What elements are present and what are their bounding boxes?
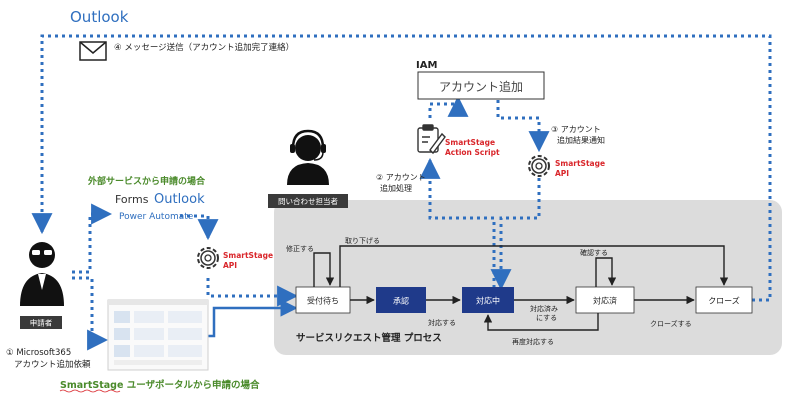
process-transitions <box>313 245 729 331</box>
api-left-label-1: SmartStage <box>223 251 273 260</box>
step1-label-1: ① Microsoft365 <box>6 348 71 358</box>
transition-confirm-label: 確認する <box>580 248 608 257</box>
message-loop-line <box>31 34 772 302</box>
outlook-top-label: Outlook <box>70 8 129 26</box>
transition-fix-label: 修正する <box>286 244 314 253</box>
script-to-iam-line <box>428 95 469 118</box>
state-waiting: 受付待ち <box>295 286 351 314</box>
transition-respond-label: 対応する <box>428 318 456 327</box>
portal-title-underline <box>59 389 121 393</box>
state-done: 対応済 <box>575 286 635 314</box>
forms-label: Forms <box>115 193 149 206</box>
power-automate-label: Power Automate <box>119 212 194 222</box>
portal-to-waiting-line <box>208 299 298 338</box>
account-add-label: アカウント追加 <box>439 79 523 94</box>
portal-screenshot-thumbnail <box>107 299 209 371</box>
automate-to-gear-line <box>180 214 219 241</box>
operator-badge <box>268 194 348 208</box>
transition-finished-label-2: にする <box>536 314 557 322</box>
transition-close-label: クローズする <box>650 319 692 328</box>
requester-badge <box>20 316 62 329</box>
svg-text:対応中: 対応中 <box>476 296 500 306</box>
requester-badge-label: 申請者 <box>30 318 53 328</box>
api-right-label-2: API <box>555 169 569 178</box>
account-add-box <box>417 71 545 100</box>
action-script-label-2: Action Script <box>445 148 500 157</box>
svg-text:承認: 承認 <box>393 296 409 306</box>
step2-label-2: 追加処理 <box>380 183 412 193</box>
svg-text:対応済: 対応済 <box>593 296 617 306</box>
transition-withdraw-label: 取り下げる <box>345 236 380 245</box>
process-area <box>274 200 782 355</box>
operator-headset-icon <box>287 129 329 185</box>
svg-text:受付待ち: 受付待ち <box>307 296 339 306</box>
state-closed: クローズ <box>695 286 753 314</box>
outlook-mid-label: Outlook <box>154 192 205 207</box>
step3-label-2: 追加結果通知 <box>557 135 605 145</box>
requester-to-portal-line <box>72 276 109 351</box>
dotted-connectors <box>31 34 772 351</box>
process-title: サービスリクエスト管理 プロセス <box>296 332 442 344</box>
step3-label-1: ③ アカウント <box>551 125 601 134</box>
api-left-label-2: API <box>223 261 237 270</box>
clipboard-icon <box>417 124 446 155</box>
transition-finished-label-1: 対応済み <box>530 304 558 313</box>
external-title: 外部サービスから申請の場合 <box>87 175 206 187</box>
step2-label-1: ② アカウント <box>376 173 426 182</box>
requester-person-icon <box>20 242 64 306</box>
in-progress-to-script-line <box>419 157 496 288</box>
gear-icon <box>197 247 219 269</box>
action-script-label-1: SmartStage <box>445 138 495 147</box>
portal-title: SmartStage ユーザポータルから申請の場合 <box>60 379 260 391</box>
state-approval: 承認 <box>376 287 426 313</box>
requester-to-forms-line <box>72 203 113 274</box>
svg-text:クローズ: クローズ <box>708 296 740 306</box>
step1-label-2: アカウント追加依頼 <box>14 359 91 370</box>
gear-to-in-progress-line <box>490 178 541 291</box>
operator-badge-label: 問い合わせ担当者 <box>278 196 338 206</box>
state-in-progress: 対応中 <box>462 287 514 313</box>
message-step-label: ④ メッセージ送信（アカウント追加完了連絡） <box>114 42 294 53</box>
gear-icon <box>528 155 550 177</box>
iam-to-gear-line <box>496 100 550 153</box>
api-right-label-1: SmartStage <box>555 159 605 168</box>
envelope-icon <box>79 41 107 61</box>
iam-title: IAM <box>416 60 437 71</box>
transition-re-respond-label: 再度対応する <box>512 337 554 346</box>
